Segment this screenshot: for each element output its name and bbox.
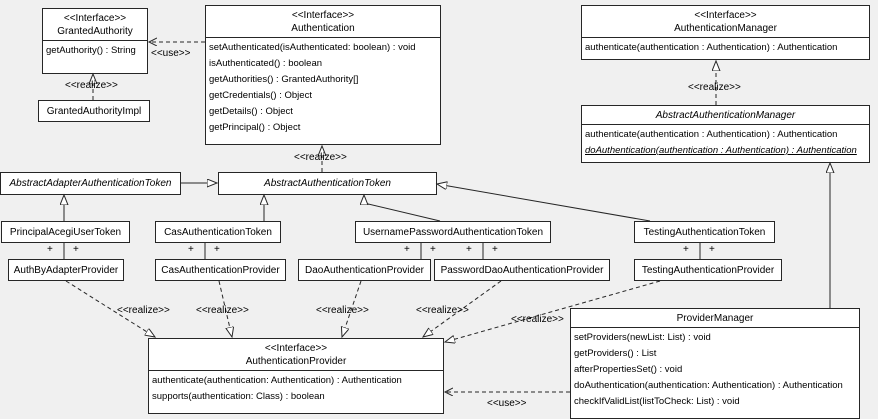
class-header: <<Interface>> AuthenticationProvider — [149, 339, 443, 370]
method: isAuthenticated() : boolean — [209, 58, 323, 69]
class-username-password-authentication-token: UsernamePasswordAuthenticationToken — [355, 221, 551, 243]
class-header: ProviderManager — [571, 309, 859, 327]
assoc-plus: + — [492, 244, 498, 255]
class-stereotype: <<Interface>> — [694, 10, 757, 21]
assoc-plus: + — [188, 244, 194, 255]
class-methods: getAuthority() : String — [43, 40, 147, 73]
edge-label-use: <<use>> — [487, 398, 527, 409]
method: afterPropertiesSet() : void — [574, 364, 683, 375]
class-password-dao-authentication-provider: PasswordDaoAuthenticationProvider — [434, 259, 610, 281]
class-principal-acegi-user-token: PrincipalAcegiUserToken — [1, 221, 130, 243]
class-authentication-manager: <<Interface>> AuthenticationManager auth… — [581, 5, 870, 60]
edge-realize-password-dao-provider — [423, 280, 502, 337]
edge-realize-auth-by-adapter-provider — [65, 280, 155, 337]
class-stereotype: <<Interface>> — [63, 13, 127, 24]
edge-label-realize: <<realize>> — [511, 314, 564, 325]
method: checkIfValidList(listToCheck: List) : vo… — [574, 396, 740, 407]
class-methods: authenticate(authentication : Authentica… — [582, 124, 869, 162]
edge-realize-cas-provider — [218, 280, 232, 337]
edges-group — [64, 42, 830, 392]
method: getDetails() : Object — [209, 106, 293, 117]
class-name: Authentication — [291, 23, 355, 34]
class-provider-manager: ProviderManager setProviders(newList: Li… — [570, 308, 860, 419]
class-name: ProviderManager — [676, 313, 754, 324]
class-name: GrantedAuthority — [57, 26, 133, 37]
class-cas-authentication-provider: CasAuthenticationProvider — [155, 259, 286, 281]
edge-label-realize: <<realize>> — [688, 82, 741, 93]
class-header: AbstractAuthenticationManager — [582, 106, 869, 124]
class-name: AuthenticationManager — [674, 23, 777, 34]
class-methods: setAuthenticated(isAuthenticated: boolea… — [206, 37, 440, 144]
method: getAuthorities() : GrantedAuthority[] — [209, 74, 359, 85]
method: doAuthentication(authentication: Authent… — [574, 380, 843, 391]
assoc-plus: + — [430, 244, 436, 255]
class-authentication: <<Interface>> Authentication setAuthenti… — [205, 5, 441, 145]
edge-label-use: <<use>> — [151, 48, 191, 59]
edge-label-realize: <<realize>> — [316, 305, 369, 316]
class-header: <<Interface>> Authentication — [206, 6, 440, 37]
edge-label-realize: <<realize>> — [416, 305, 469, 316]
edge-label-realize: <<realize>> — [196, 305, 249, 316]
method: doAuthentication(authentication : Authen… — [585, 145, 857, 156]
class-abstract-adapter-authentication-token: AbstractAdapterAuthenticationToken — [0, 172, 181, 195]
class-granted-authority-impl: GrantedAuthorityImpl — [38, 100, 150, 122]
edge-realize-testing-provider — [445, 280, 661, 342]
class-granted-authority: <<Interface>> GrantedAuthority getAuthor… — [42, 8, 148, 74]
method: getPrincipal() : Object — [209, 122, 301, 133]
assoc-plus: + — [214, 244, 220, 255]
class-header: <<Interface>> GrantedAuthority — [43, 9, 147, 40]
edge-generalization-testing-token-to-abstract-token — [437, 184, 651, 222]
class-testing-authentication-provider: TestingAuthenticationProvider — [634, 259, 782, 281]
edge-label-realize: <<realize>> — [294, 152, 347, 163]
class-authentication-provider: <<Interface>> AuthenticationProvider aut… — [148, 338, 444, 414]
method: authenticate(authentication : Authentica… — [585, 129, 838, 140]
method: supports(authentication: Class) : boolea… — [152, 391, 325, 402]
class-stereotype: <<Interface>> — [264, 343, 328, 354]
method: setAuthenticated(isAuthenticated: boolea… — [209, 42, 416, 53]
method: getAuthority() : String — [46, 45, 136, 56]
class-cas-authentication-token: CasAuthenticationToken — [155, 221, 281, 243]
class-methods: authenticate(authentication : Authentica… — [582, 37, 869, 59]
edge-label-realize: <<realize>> — [65, 80, 118, 91]
assoc-plus: + — [709, 244, 715, 255]
class-dao-authentication-provider: DaoAuthenticationProvider — [298, 259, 431, 281]
class-stereotype: <<Interface>> — [291, 10, 355, 21]
edge-generalization-usernamepassword-token-to-abstract-token — [364, 195, 441, 222]
method: getCredentials() : Object — [209, 90, 312, 101]
method: setProviders(newList: List) : void — [574, 332, 711, 343]
method: authenticate(authentication : Authentica… — [585, 42, 838, 53]
class-header: <<Interface>> AuthenticationManager — [582, 6, 869, 37]
assoc-plus: + — [466, 244, 472, 255]
class-name: AbstractAuthenticationManager — [655, 110, 796, 121]
edge-label-realize: <<realize>> — [117, 305, 170, 316]
class-methods: setProviders(newList: List) : void getPr… — [571, 327, 859, 418]
assoc-plus: + — [73, 244, 79, 255]
edge-realize-dao-provider — [342, 280, 362, 337]
method: getProviders() : List — [574, 348, 657, 359]
assoc-plus: + — [47, 244, 53, 255]
assoc-plus: + — [404, 244, 410, 255]
class-methods: authenticate(authentication: Authenticat… — [149, 370, 443, 413]
class-testing-authentication-token: TestingAuthenticationToken — [634, 221, 775, 243]
class-name: AuthenticationProvider — [245, 356, 347, 367]
class-abstract-authentication-manager: AbstractAuthenticationManager authentica… — [581, 105, 870, 163]
class-auth-by-adapter-provider: AuthByAdapterProvider — [8, 259, 124, 281]
method: authenticate(authentication: Authenticat… — [152, 375, 402, 386]
assoc-plus: + — [683, 244, 689, 255]
